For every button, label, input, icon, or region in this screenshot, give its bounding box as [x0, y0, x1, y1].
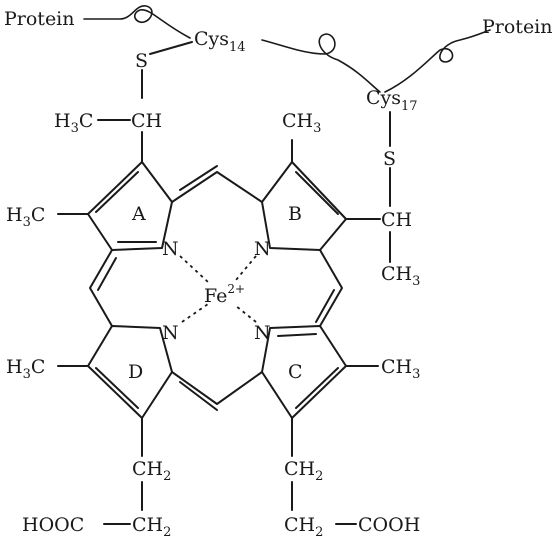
protein-chain-right: [384, 29, 491, 93]
label-n-c: N: [254, 322, 271, 344]
ring-c-double-1: [295, 367, 339, 409]
meso-bridge-bc: [319, 249, 343, 327]
meso-bridge-ad: [89, 249, 113, 327]
label-protein-left: Protein: [4, 8, 75, 30]
label-protein-right: Protein: [482, 16, 553, 38]
label-fe: Fe2+: [204, 282, 245, 307]
label-cys17: Cys17: [366, 87, 418, 114]
label-cys14: Cys14: [194, 28, 246, 55]
label-ch3-top-right: CH3: [282, 110, 321, 136]
ring-c-outline: [261, 325, 347, 419]
label-ch2-left: CH2: [132, 458, 171, 484]
meso-bridge-dc-double: [179, 381, 218, 411]
label-cooh: COOH: [358, 514, 420, 536]
label-hooc: HOOC: [22, 514, 84, 536]
label-ring-b: B: [288, 203, 302, 225]
ring-c-double-2: [277, 333, 317, 337]
meso-bridge-ab-double: [179, 165, 218, 191]
label-ch2-right: CH2: [284, 458, 323, 484]
label-h3c-mid-left: H3C: [6, 204, 45, 230]
label-ch3-bottom-right: CH3: [381, 356, 420, 382]
fe-n-bond-d: [181, 303, 209, 323]
label-h3c-top-left: H3C: [54, 110, 93, 136]
label-ch-right: CH: [381, 209, 412, 231]
label-n-a: N: [162, 238, 179, 260]
label-s-left: S: [135, 50, 148, 72]
ring-b-double-1: [295, 171, 339, 215]
ring-a-double-1: [95, 171, 139, 213]
ring-a-outline: [87, 161, 173, 251]
label-ring-d: D: [128, 361, 143, 383]
label-ch3-right-lower: CH3: [381, 263, 420, 289]
meso-bridge-bc-double: [315, 289, 335, 323]
label-ring-a: A: [131, 203, 146, 225]
protein-chain-left: [83, 5, 191, 39]
ring-b-outline: [261, 161, 347, 251]
label-s-right: S: [383, 148, 396, 170]
label-h3c-bottom-left: H3C: [6, 356, 45, 382]
label-ch-left: CH: [131, 110, 162, 132]
label-ch2-bottom-left: CH2: [132, 514, 171, 540]
label-ring-c: C: [288, 361, 303, 383]
ring-d-double-1: [95, 367, 139, 409]
protein-chain-middle: [261, 33, 381, 93]
label-n-d: N: [162, 322, 179, 344]
bond-cys14-s: [149, 41, 193, 55]
fe-n-bond-b: [235, 255, 257, 281]
fe-n-bond-a: [179, 255, 209, 283]
meso-bridge-ab: [171, 171, 263, 203]
meso-bridge-dc: [171, 371, 263, 405]
meso-bridge-ad-double: [97, 257, 117, 291]
label-n-b: N: [254, 238, 271, 260]
fe-n-bond-c: [235, 305, 257, 323]
ring-d-outline: [87, 325, 173, 419]
label-ch2-bottom-right: CH2: [284, 514, 323, 540]
